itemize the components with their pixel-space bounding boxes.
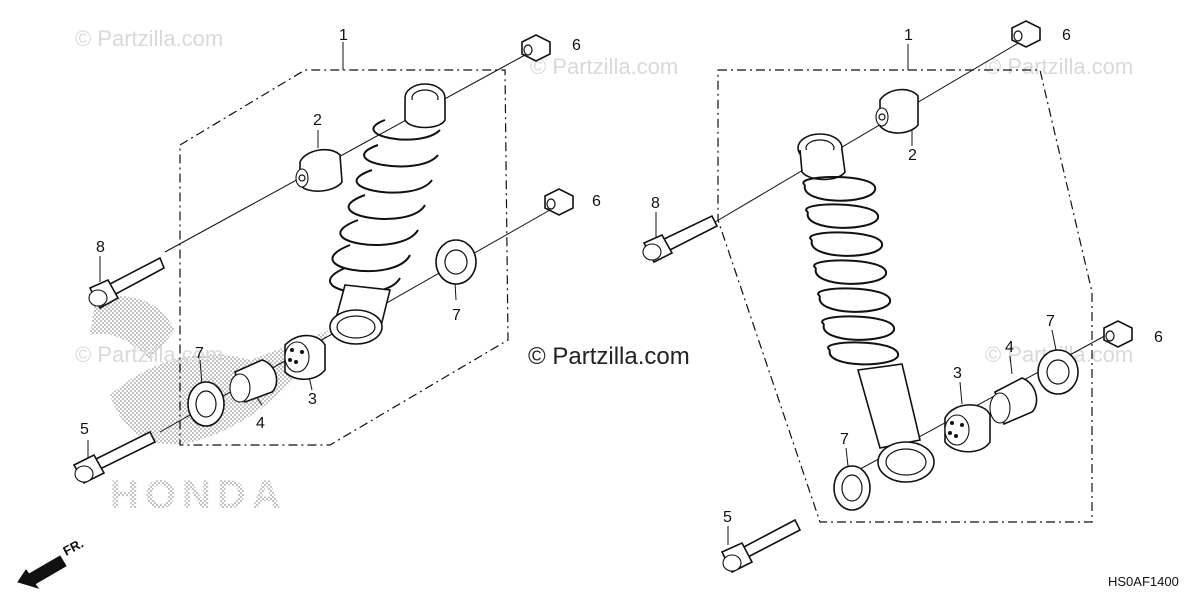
callout-number: 6 [592, 193, 601, 210]
callout-number: 6 [572, 37, 581, 54]
watermark-text: © Partzilla.com [75, 342, 223, 367]
oil-seal-part [833, 465, 871, 511]
left-shock-assembly: 1 2 3 4 5 6 6 7 7 8 [72, 27, 601, 485]
flange-nut-part [1011, 20, 1041, 48]
oil-seal-part [187, 381, 225, 427]
callout-number: 8 [96, 239, 105, 256]
flange-nut-part [521, 34, 551, 62]
callout-number: 3 [953, 365, 962, 382]
assembly-boundary [179, 69, 509, 446]
callout-number: 7 [452, 307, 461, 324]
dust-seal-collar-part [284, 334, 326, 381]
arrow-icon [17, 555, 67, 589]
direction-label: FR. [60, 536, 86, 559]
callout-number: 7 [840, 431, 849, 448]
front-direction-indicator: FR. [17, 536, 86, 589]
flange-nut-part [1103, 320, 1133, 348]
callout-number: 4 [1005, 339, 1014, 356]
dust-seal-collar-part [944, 404, 991, 453]
right-shock-assembly: 1 2 3 4 5 6 6 7 7 8 [642, 20, 1163, 574]
shock-absorber-part [329, 83, 446, 345]
bolt-part [72, 430, 157, 485]
callout-number: 1 [339, 27, 348, 44]
watermark-text: © Partzilla.com [985, 54, 1133, 79]
honda-logo-text: HONDA [110, 473, 287, 517]
callout-number: 5 [723, 509, 732, 526]
flange-nut-part [544, 188, 574, 216]
shock-absorber-part [797, 133, 935, 483]
assembly-boundary [717, 69, 1093, 523]
callout-number: 5 [80, 421, 89, 438]
watermark-text: © Partzilla.com [75, 26, 223, 51]
rubber-bushing-part [875, 88, 919, 134]
bolt-part [642, 214, 719, 264]
watermark-center: © Partzilla.com [528, 343, 690, 370]
diagram-code: HS0AF1400 [1108, 574, 1179, 589]
callout-number: 3 [308, 391, 317, 408]
honda-logo-watermark: HONDA [90, 296, 330, 517]
bolt-part [720, 518, 802, 574]
callout-number: 8 [651, 195, 660, 212]
callout-number: 1 [904, 27, 913, 44]
spacer-part [229, 359, 278, 404]
callout-number: 2 [313, 112, 322, 129]
callout-number: 7 [1046, 313, 1055, 330]
coil-spring [329, 119, 441, 294]
callout-number: 2 [908, 147, 917, 164]
callout-number: 4 [256, 415, 265, 432]
callout-number: 6 [1062, 27, 1071, 44]
callout-number: 6 [1154, 329, 1163, 346]
bolt-part [88, 256, 166, 310]
spacer-part [989, 377, 1038, 426]
oil-seal-part [1037, 349, 1079, 395]
rubber-bushing-part [295, 148, 343, 192]
callout-number: 7 [195, 345, 204, 362]
watermark-text: © Partzilla.com [530, 54, 678, 79]
coil-spring [802, 176, 899, 366]
oil-seal-part [435, 239, 477, 285]
